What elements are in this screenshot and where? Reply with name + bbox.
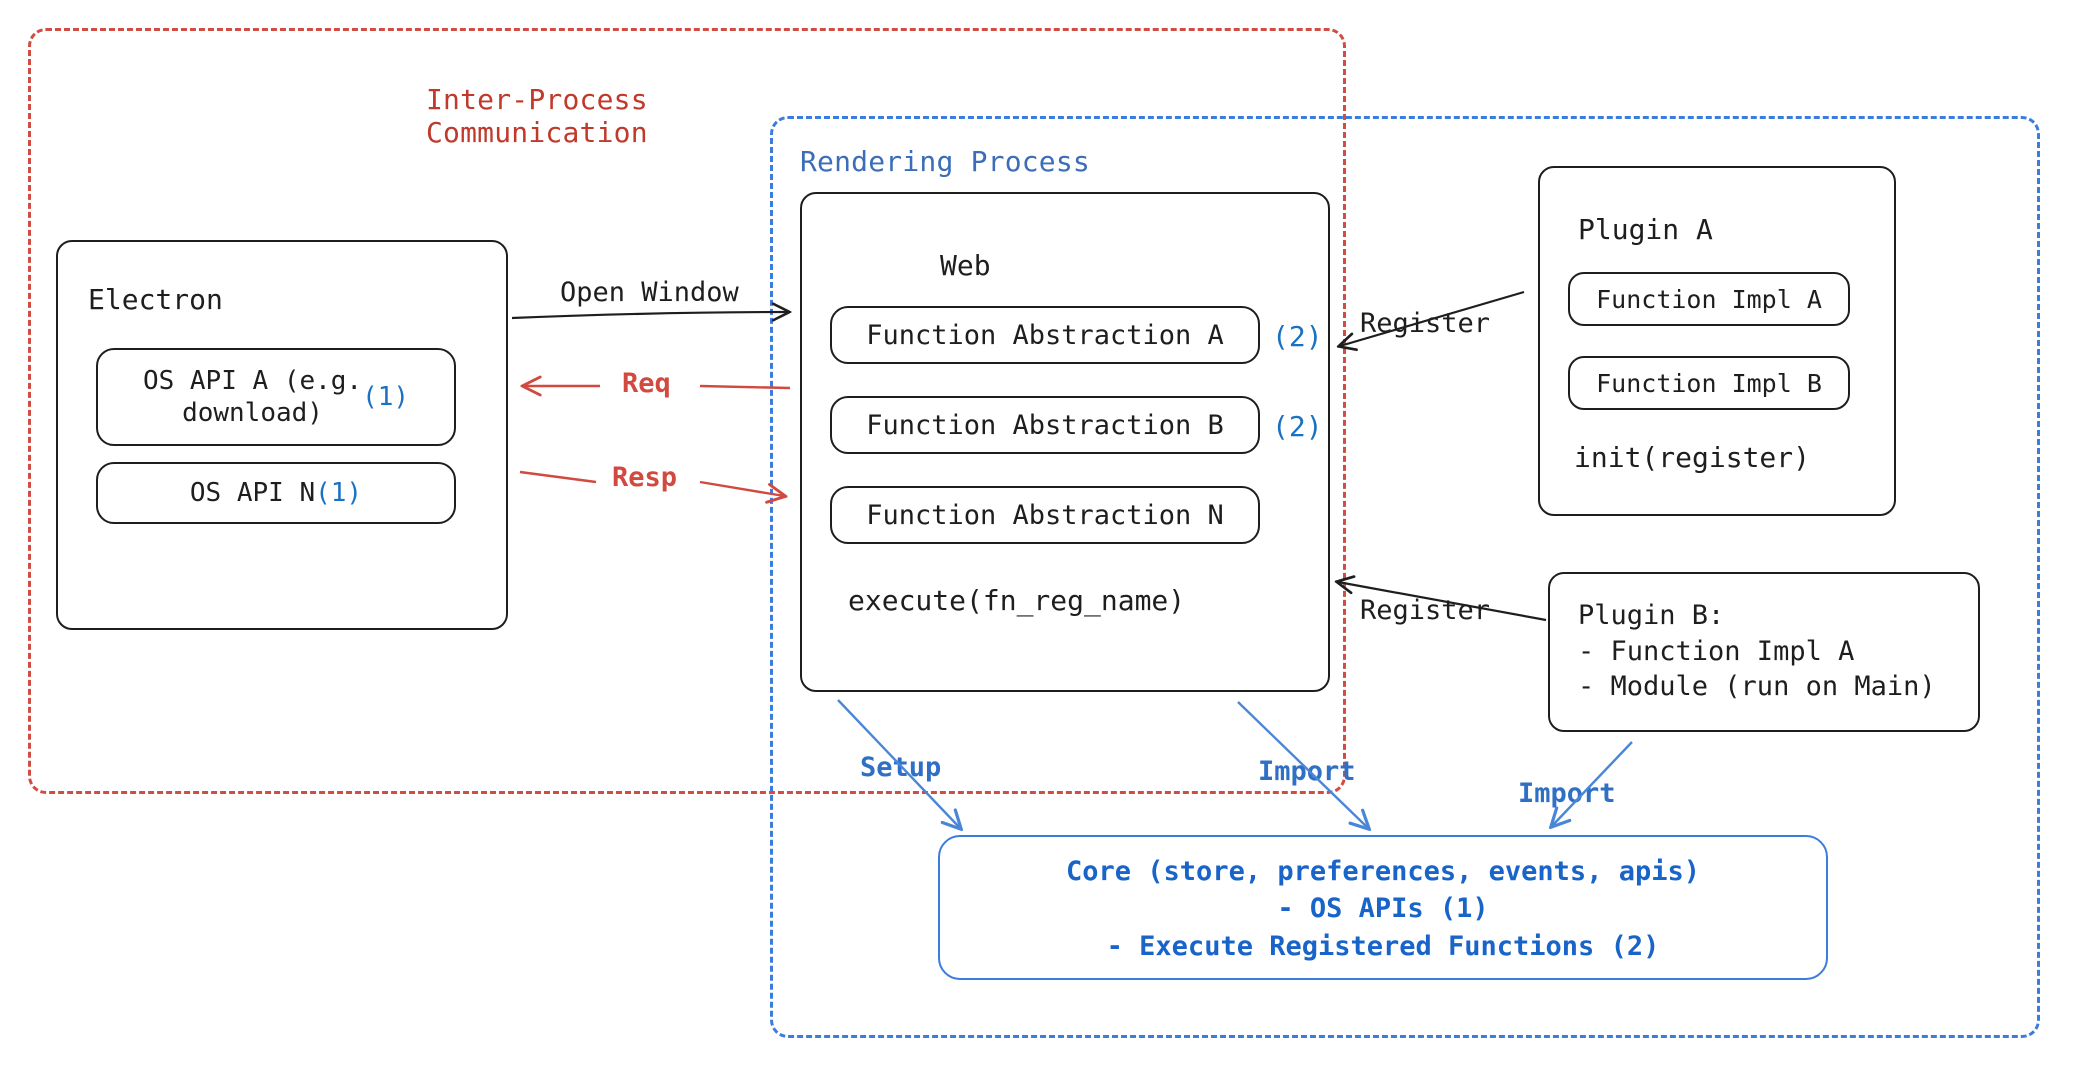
function-abstraction-b-tag: (2) xyxy=(1272,410,1323,443)
function-impl-b-label: Function Impl B xyxy=(1596,368,1822,398)
os-api-a-tag: (1) xyxy=(362,381,410,412)
function-abstraction-b-label: Function Abstraction B xyxy=(866,409,1224,441)
web-title: Web xyxy=(940,249,991,282)
edge-label-import-web: Import xyxy=(1258,756,1356,787)
function-abstraction-a-label: Function Abstraction A xyxy=(866,319,1224,351)
region-inter-process-communication xyxy=(28,28,1346,794)
electron-title: Electron xyxy=(88,283,223,316)
edge-label-register-plugin-a: Register xyxy=(1360,308,1491,339)
core-box xyxy=(938,835,1828,980)
function-abstraction-n-box: Function Abstraction N xyxy=(830,486,1260,544)
execute-signature: execute(fn_reg_name) xyxy=(848,584,1186,617)
function-abstraction-n-label: Function Abstraction N xyxy=(866,499,1224,531)
region-rendering-process xyxy=(770,116,2040,1038)
plugin-b-content: Plugin B: - Function Impl A - Module (ru… xyxy=(1578,600,1936,703)
function-abstraction-a-tag: (2) xyxy=(1272,320,1323,353)
plugin-b-box xyxy=(1548,572,1980,732)
os-api-a-label: OS API A (e.g. download) xyxy=(142,365,363,429)
region-label-rendering-process: Rendering Process xyxy=(800,145,1090,178)
plugin-a-init-signature: init(register) xyxy=(1574,441,1811,474)
os-api-n-tag: (1) xyxy=(315,477,363,508)
function-abstraction-a-box: Function Abstraction A xyxy=(830,306,1260,364)
plugin-a-title: Plugin A xyxy=(1578,213,1713,246)
edge-label-open-window: Open Window xyxy=(560,277,739,308)
os-api-n-box: OS API N(1) xyxy=(96,462,456,524)
edge-label-import-plugin-b: Import xyxy=(1518,778,1616,809)
edge-label-setup: Setup xyxy=(860,752,942,783)
os-api-n-label: OS API N xyxy=(189,477,316,508)
os-api-n-content: OS API N(1) xyxy=(98,464,454,522)
function-impl-b-box: Function Impl B xyxy=(1568,356,1850,410)
edge-label-resp: Resp xyxy=(612,462,678,493)
function-impl-a-box: Function Impl A xyxy=(1568,272,1850,326)
os-api-a-box: OS API A (e.g. download)(1) xyxy=(96,348,456,446)
core-content: Core (store, preferences, events, apis) … xyxy=(1066,856,1700,962)
edge-label-req: Req xyxy=(622,368,671,399)
os-api-a-content: OS API A (e.g. download)(1) xyxy=(98,350,454,444)
plugin-a-box xyxy=(1538,166,1896,516)
region-label-ipc: Inter-Process Communication xyxy=(426,83,648,150)
function-impl-a-label: Function Impl A xyxy=(1596,284,1822,314)
function-abstraction-b-box: Function Abstraction B xyxy=(830,396,1260,454)
edge-label-register-plugin-b: Register xyxy=(1360,595,1491,626)
